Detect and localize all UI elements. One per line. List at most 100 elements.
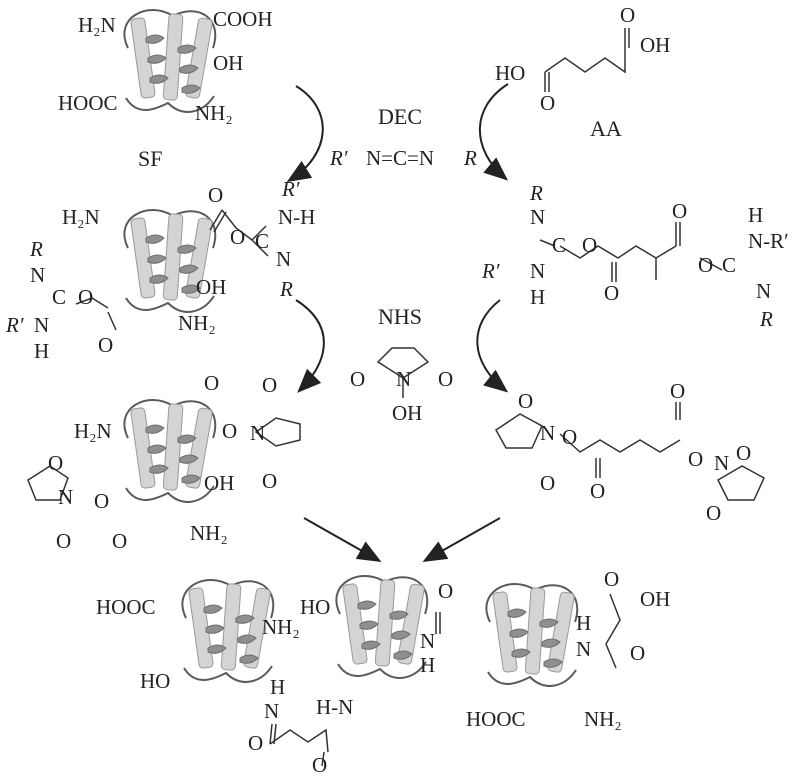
aa2-n-left: N	[530, 259, 545, 283]
product-nh2-right: NH₂	[584, 707, 622, 731]
sf3-o-link: O	[222, 419, 237, 443]
product-h-link-left: H	[270, 675, 285, 699]
product-o-top-right: O	[604, 567, 619, 591]
aa-o-top: O	[620, 3, 635, 27]
nhs-oh: OH	[392, 401, 422, 425]
nhs-label: NHS	[378, 304, 422, 329]
sf-nh2-label: NH₂	[195, 101, 233, 125]
product-n-right: N	[576, 637, 591, 661]
product-n-link-left: N	[264, 699, 279, 723]
dec-r: R	[463, 146, 477, 170]
nhs-o-left: O	[350, 367, 365, 391]
sf3-o-top: O	[204, 371, 219, 395]
product-ho-left: HO	[140, 669, 170, 693]
nhs-n: N	[396, 367, 411, 391]
dec-core: N=C=N	[366, 146, 434, 170]
aa3-o-left-top: O	[518, 389, 533, 413]
sf-oh-label: OH	[213, 51, 243, 75]
sf3-oh: OH	[204, 471, 234, 495]
aa3-o-left-bottom: O	[540, 471, 555, 495]
aa3-n-right: N	[714, 451, 729, 475]
aa2-nr-right: N-R′	[748, 229, 789, 253]
aa3-o-ester-right: O	[688, 447, 703, 471]
sf3-o-left-bottom: O	[56, 529, 71, 553]
aa2-c-left: C	[552, 233, 566, 257]
sf2-o-bottom: O	[98, 333, 113, 357]
arrow-aa-to-product	[422, 517, 501, 562]
sf2-isourea-right	[209, 209, 269, 257]
sf2-c: C	[255, 229, 269, 253]
sf-cooh-label: COOH	[213, 7, 273, 31]
sf-h2n-label: H₂N	[78, 13, 116, 37]
sf2-r-left: R	[29, 237, 43, 261]
sf2-nh: N-H	[278, 205, 315, 229]
aa3-o-ester-left: O	[562, 425, 577, 449]
product-o-link-right: O	[312, 753, 327, 777]
sf-nhs-protein	[123, 399, 217, 503]
aa3-n-left: N	[540, 421, 555, 445]
sf2-rprime-top: R′	[281, 177, 300, 201]
sf2-nh2: NH₂	[178, 311, 216, 335]
product-o-amide-mid: O	[438, 579, 453, 603]
arrow-sf-to-product	[303, 517, 382, 562]
sf2-h-left: H	[34, 339, 49, 363]
aa2-o-left: O	[582, 233, 597, 257]
aa3-o-right-bottom: O	[706, 501, 721, 525]
sf2-rprime-left: R′	[5, 313, 24, 337]
arrow-aa-to-nhs-ester	[476, 299, 509, 393]
aa2-o-top: O	[672, 199, 687, 223]
product-protein-middle	[335, 575, 429, 679]
dec-rprime: R′	[329, 146, 348, 170]
sf3-nh2: NH₂	[190, 521, 228, 545]
sf3-o-left-top: O	[48, 451, 63, 475]
aa2-r-top: R	[529, 181, 543, 205]
sf2-r: R	[279, 277, 293, 301]
sf2-n-left: N	[30, 263, 45, 287]
aa-dec-intermediate	[539, 222, 723, 282]
arrow-sf-to-intermediate	[286, 85, 324, 183]
product-amide-bond-mid	[435, 612, 441, 634]
sf2-n-left2: N	[34, 313, 49, 337]
product-oh-right: OH	[640, 587, 670, 611]
product-protein-left	[181, 579, 275, 683]
sf-hooc-label: HOOC	[58, 91, 118, 115]
aa-nhs-ester	[495, 402, 765, 501]
aa3-o-carbonyl-right: O	[670, 379, 685, 403]
product-hn-link-right: H-N	[316, 695, 353, 719]
product-o-link-left: O	[248, 731, 263, 755]
nhs-o-right: O	[438, 367, 453, 391]
arrow-sf-to-nhs-ester	[295, 299, 325, 393]
aa-molecule	[544, 28, 630, 92]
aa2-n-top: N	[530, 205, 545, 229]
product-h-right: H	[576, 611, 591, 635]
nhs-molecule	[376, 347, 430, 398]
sf2-h2n: H₂N	[62, 205, 100, 229]
sf2-n: N	[276, 247, 291, 271]
product-protein-right	[485, 583, 579, 687]
product-h-amide-mid: H	[420, 653, 435, 677]
dec-label: DEC	[378, 104, 422, 129]
sf2-o-top: O	[208, 183, 223, 207]
sf2-oh: OH	[196, 275, 226, 299]
sf2-o-link: O	[230, 225, 245, 249]
sf3-o-ester-left: O	[94, 489, 109, 513]
product-adipoyl-linker	[269, 723, 329, 767]
sf3-n-left: N	[58, 485, 73, 509]
sf2-o-left: O	[78, 285, 93, 309]
product-nh2-left: NH₂	[262, 615, 300, 639]
aa-oh-right: OH	[640, 33, 670, 57]
product-o-right: O	[630, 641, 645, 665]
product-n-amide-mid: N	[420, 629, 435, 653]
product-hooc-right: HOOC	[466, 707, 526, 731]
aa3-o-carbonyl-left: O	[590, 479, 605, 503]
product-acid-chain-right	[605, 593, 621, 669]
arrow-aa-to-intermediate	[478, 83, 509, 181]
aa-o-bottom: O	[540, 91, 555, 115]
aa2-rprime-left: R′	[481, 259, 500, 283]
aa2-n-right: N	[756, 279, 771, 303]
sf3-n-right: N	[250, 421, 265, 445]
sf3-o-carbonyl-left: O	[112, 529, 127, 553]
sf-protein	[123, 9, 217, 113]
aa2-r-right: R	[759, 307, 773, 331]
